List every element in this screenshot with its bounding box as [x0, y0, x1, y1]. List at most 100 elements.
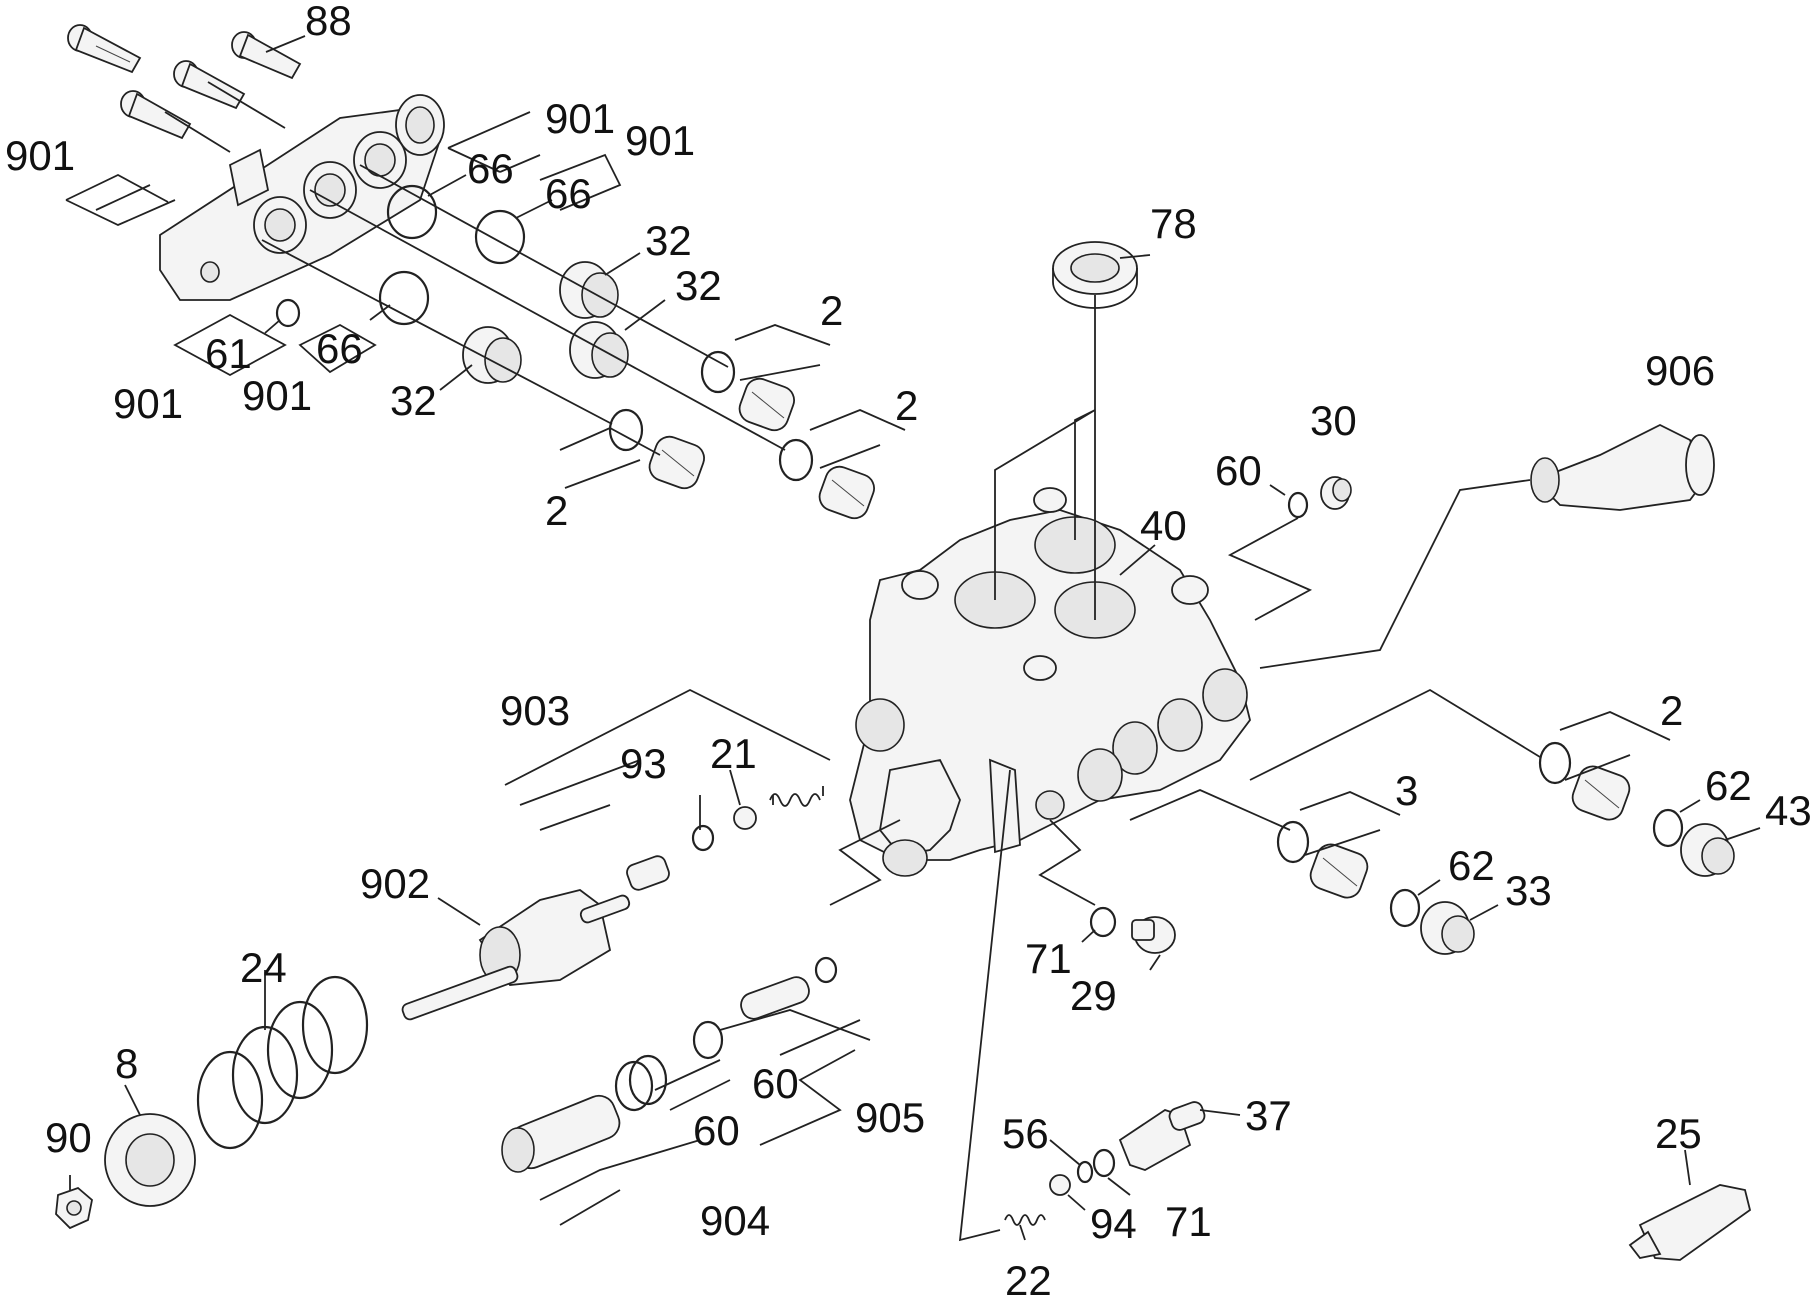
nozzle-37 — [1118, 1101, 1206, 1171]
screw-88-group — [67, 24, 302, 140]
plug-29 — [1131, 916, 1176, 954]
o-ring-60-d — [614, 1060, 654, 1112]
callout-66: 66 — [545, 170, 592, 217]
o-ring-60-c — [628, 1054, 668, 1106]
spring-21 — [769, 786, 824, 807]
manifold-cover — [159, 94, 445, 301]
callout-2: 2 — [1660, 687, 1683, 734]
o-ring-2-b — [608, 408, 644, 452]
screw-2 — [231, 31, 302, 80]
o-ring-66-c — [378, 270, 430, 326]
o-ring-3 — [1276, 820, 1310, 864]
callout-2: 2 — [545, 487, 568, 534]
plug-33 — [1420, 901, 1475, 955]
callout-32: 32 — [645, 217, 692, 264]
plug-30 — [1320, 476, 1352, 510]
o-ring-905 — [814, 956, 838, 984]
valve-2-a — [738, 377, 795, 432]
o-ring-60-b — [692, 1020, 724, 1060]
callout-40: 40 — [1140, 502, 1187, 549]
callout-3: 3 — [1395, 767, 1418, 814]
callout-71: 71 — [1165, 1198, 1212, 1245]
o-ring-62-b — [1389, 888, 1421, 928]
callout-60: 60 — [693, 1107, 740, 1154]
callout-71: 71 — [1025, 935, 1072, 982]
callout-901: 901 — [5, 132, 75, 179]
callout-43: 43 — [1765, 787, 1812, 834]
callout-33: 33 — [1505, 867, 1552, 914]
callout-60: 60 — [1215, 447, 1262, 494]
o-ring-60-a — [1287, 491, 1309, 519]
plug-32-b — [569, 321, 629, 379]
o-ring-93 — [691, 824, 715, 852]
valve-3 — [1309, 843, 1369, 899]
callout-88: 88 — [305, 0, 352, 44]
leader-lines — [65, 35, 1761, 1242]
valve-2-b — [648, 435, 705, 490]
screw-4 — [120, 90, 192, 140]
callout-32: 32 — [390, 377, 437, 424]
callout-66: 66 — [467, 145, 514, 192]
nut-90 — [55, 1186, 93, 1230]
valve-body-904 — [501, 1094, 621, 1173]
piston-905 — [740, 976, 810, 1020]
plug-32-c — [462, 326, 522, 384]
o-ring-2-d — [1538, 741, 1572, 785]
callout-2: 2 — [820, 287, 843, 334]
callout-21: 21 — [710, 730, 757, 777]
o-ring-61 — [275, 298, 301, 328]
plug-43 — [1680, 823, 1735, 877]
callout-90: 90 — [45, 1114, 92, 1161]
callout-60: 60 — [752, 1060, 799, 1107]
o-ring-2-a — [700, 350, 736, 394]
seat-903 — [626, 855, 670, 891]
callout-61: 61 — [205, 330, 252, 377]
callout-902: 902 — [360, 860, 430, 907]
valve-2-c — [818, 465, 875, 520]
callout-24: 24 — [240, 944, 287, 991]
callout-8: 8 — [115, 1040, 138, 1087]
washer-8 — [104, 1113, 196, 1207]
callout-906: 906 — [1645, 347, 1715, 394]
callout-905: 905 — [855, 1094, 925, 1141]
o-ring-66-b — [474, 209, 526, 265]
callout-901: 901 — [545, 95, 615, 142]
unloader-piston-902 — [401, 889, 631, 1021]
o-ring-62-a — [1652, 808, 1684, 848]
injector-906 — [1530, 423, 1715, 511]
callout-25: 25 — [1655, 1110, 1702, 1157]
callout-93: 93 — [620, 740, 667, 787]
plug-32-a — [559, 261, 619, 319]
callout-94: 94 — [1090, 1200, 1137, 1247]
spring-22 — [1004, 1214, 1046, 1226]
o-ring-56 — [1076, 1160, 1094, 1184]
callout-901: 901 — [625, 117, 695, 164]
callout-62: 62 — [1448, 842, 1495, 889]
callout-29: 29 — [1070, 972, 1117, 1019]
callout-22: 22 — [1005, 1257, 1052, 1304]
seal-78 — [1052, 241, 1138, 309]
callout-903: 903 — [500, 687, 570, 734]
callout-901: 901 — [113, 380, 183, 427]
o-ring-66-a — [386, 184, 438, 240]
screw-3 — [173, 60, 246, 110]
pump-head-40 — [849, 487, 1251, 877]
callout-labels: 88 901 901 901 901 901 66 66 66 61 32 32… — [5, 0, 1812, 1304]
callout-37: 37 — [1245, 1092, 1292, 1139]
grease-tube-25 — [1628, 1184, 1752, 1261]
callout-30: 30 — [1310, 397, 1357, 444]
callout-901: 901 — [242, 372, 312, 419]
o-ring-71-a — [1089, 906, 1117, 938]
spring-24 — [196, 975, 369, 1150]
callout-32: 32 — [675, 262, 722, 309]
valve-2-d — [1571, 765, 1631, 821]
callout-56: 56 — [1002, 1110, 1049, 1157]
ball-94 — [1049, 1174, 1071, 1196]
callout-2: 2 — [895, 382, 918, 429]
o-ring-71-b — [1092, 1148, 1116, 1178]
callout-62: 62 — [1705, 762, 1752, 809]
callout-78: 78 — [1150, 200, 1197, 247]
callout-66: 66 — [316, 325, 363, 372]
callout-904: 904 — [700, 1197, 770, 1244]
